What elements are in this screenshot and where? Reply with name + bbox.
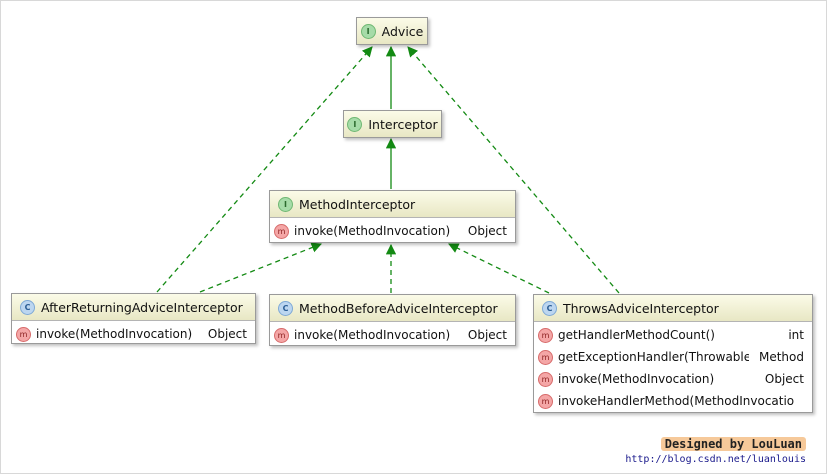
method-signature: invoke(MethodInvocation) (558, 372, 715, 386)
method-signature: invoke(MethodInvocation) (294, 328, 451, 342)
method-return-type: Object (207, 327, 247, 341)
methodinterceptor-name: MethodInterceptor (299, 196, 416, 212)
interceptor-header: I Interceptor (344, 111, 441, 137)
methodbefore-header: C MethodBeforeAdviceInterceptor (270, 295, 515, 321)
method-icon: m (274, 327, 289, 343)
method-signature: getExceptionHandler(Throwable) (558, 350, 749, 364)
edge-throws-implements-methodinterceptor (448, 243, 550, 294)
method-return-type: Object (467, 328, 507, 342)
designed-by-label: Designed by LouLuan (660, 437, 806, 451)
edge-afterreturning-implements-advice (156, 46, 373, 293)
method-row[interactable]: m invoke(MethodInvocation) Object (270, 324, 515, 346)
methodbefore-methods: m invoke(MethodInvocation) Object (270, 321, 515, 348)
methodinterceptor-header: I MethodInterceptor (270, 191, 515, 217)
interface-icon: I (347, 116, 363, 132)
interceptor-interface-node[interactable]: I Interceptor (343, 110, 442, 138)
throws-header: C ThrowsAdviceInterceptor (534, 295, 812, 321)
method-signature: invoke(MethodInvocation) (294, 224, 451, 238)
method-row[interactable]: m getHandlerMethodCount() int (534, 324, 812, 346)
author-credit: Designed by LouLuan http://blog.csdn.net… (625, 433, 806, 465)
blog-url-link[interactable]: http://blog.csdn.net/luanlouis (625, 454, 806, 465)
method-row[interactable]: m invoke(MethodInvocation) Object (270, 220, 515, 242)
methodinterceptor-interface-node[interactable]: I MethodInterceptor m invoke(MethodInvoc… (269, 190, 516, 243)
method-icon: m (538, 393, 553, 409)
advice-header: I Advice (357, 18, 427, 44)
methodbefore-name: MethodBeforeAdviceInterceptor (299, 300, 498, 316)
method-icon: m (274, 223, 289, 239)
afterreturning-name: AfterReturningAdviceInterceptor (41, 299, 243, 315)
advice-name: Advice (381, 23, 424, 39)
edge-throws-implements-advice (407, 46, 620, 294)
method-signature: invoke(MethodInvocation) (36, 327, 193, 341)
method-icon: m (16, 326, 31, 342)
throws-methods: m getHandlerMethodCount() int m getExcep… (534, 321, 812, 414)
interface-icon: I (360, 23, 376, 39)
method-return-type: Object (467, 224, 507, 238)
method-icon: m (538, 327, 553, 343)
edge-afterreturning-implements-methodinterceptor (199, 242, 322, 293)
method-signature: getHandlerMethodCount() (558, 328, 715, 342)
interface-icon: I (278, 196, 293, 212)
method-return-type: int (788, 328, 804, 342)
method-icon: m (538, 349, 553, 365)
afterreturning-class-node[interactable]: C AfterReturningAdviceInterceptor m invo… (11, 293, 256, 344)
afterreturning-header: C AfterReturningAdviceInterceptor (12, 294, 255, 320)
afterreturning-methods: m invoke(MethodInvocation) Object (12, 320, 255, 347)
methodbefore-class-node[interactable]: C MethodBeforeAdviceInterceptor m invoke… (269, 294, 516, 346)
class-icon: C (278, 300, 293, 316)
class-icon: C (542, 300, 557, 316)
methodinterceptor-methods: m invoke(MethodInvocation) Object (270, 217, 515, 244)
method-row[interactable]: m invoke(MethodInvocation) Object (12, 323, 255, 345)
method-row[interactable]: m getExceptionHandler(Throwable) Method (534, 346, 812, 368)
advice-interface-node[interactable]: I Advice (356, 17, 428, 45)
method-signature: invokeHandlerMethod(MethodInvocation, Th (558, 394, 794, 408)
method-icon: m (538, 371, 553, 387)
interceptor-name: Interceptor (368, 116, 438, 132)
throws-class-node[interactable]: C ThrowsAdviceInterceptor m getHandlerMe… (533, 294, 813, 413)
method-return-type: Method (758, 350, 804, 364)
method-row[interactable]: m invokeHandlerMethod(MethodInvocation, … (534, 390, 812, 412)
method-row[interactable]: m invoke(MethodInvocation) Object (534, 368, 812, 390)
throws-name: ThrowsAdviceInterceptor (563, 300, 719, 316)
method-return-type: Object (764, 372, 804, 386)
class-icon: C (20, 299, 35, 315)
